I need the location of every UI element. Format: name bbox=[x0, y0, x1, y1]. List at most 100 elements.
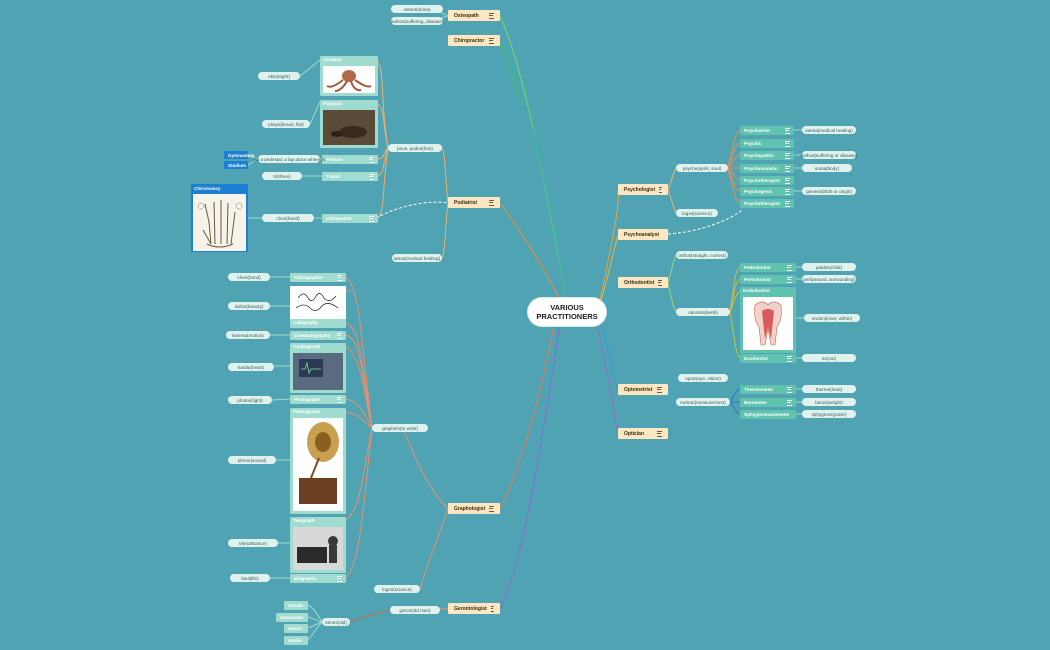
root-pathos[interactable]: pathos(suffering, disease) bbox=[390, 17, 444, 25]
node-senile[interactable]: Senile bbox=[284, 636, 308, 645]
topic-chiropractor[interactable]: Chiropractor bbox=[448, 35, 500, 46]
node-pedodontist[interactable]: Pedodontist bbox=[740, 263, 796, 272]
node-thermometer[interactable]: Thermometer bbox=[740, 385, 796, 394]
root-photos[interactable]: photos(light) bbox=[228, 396, 272, 404]
topic-optician[interactable]: Optician bbox=[618, 428, 668, 439]
node-senior[interactable]: Senior bbox=[284, 624, 308, 633]
note-icon bbox=[369, 173, 374, 180]
note-icon bbox=[785, 165, 790, 172]
node-cinematography[interactable]: Cinematography bbox=[290, 331, 346, 340]
root-sphygmos[interactable]: sphygmos(pulse) bbox=[802, 410, 856, 418]
root-pous[interactable]: pous, podos(foot) bbox=[388, 144, 442, 152]
root-soma[interactable]: soma(body) bbox=[802, 164, 852, 172]
topic-osteopath[interactable]: Osteopath bbox=[448, 10, 500, 21]
topic-psychoanalyst[interactable]: Psychoanalyst bbox=[618, 229, 668, 240]
topic-psychologist[interactable]: Psychologist bbox=[618, 184, 668, 195]
root-pedestal[interactable]: (all a pedestal; a lap place where is bbox=[253, 155, 325, 163]
node-label: Psychiatrist bbox=[744, 128, 771, 133]
node-photograph[interactable]: Photograph bbox=[290, 395, 346, 404]
topic-optometrist[interactable]: Optometrist bbox=[618, 384, 668, 395]
note-icon bbox=[657, 430, 662, 437]
card-calligraphy[interactable]: Calligraphy bbox=[290, 286, 346, 328]
node-exodontist[interactable]: Exodontist bbox=[740, 354, 796, 363]
root-cheir-grapho[interactable]: cheir(hand) bbox=[228, 273, 270, 281]
node-psychogenic[interactable]: Psychogenic bbox=[740, 187, 794, 196]
node-psychopathic[interactable]: Psychopathic bbox=[740, 151, 794, 160]
node-biography[interactable]: Biography bbox=[290, 574, 346, 583]
node-podium[interactable]: Podium bbox=[322, 155, 378, 164]
root-graphein[interactable]: graphein(to write) bbox=[372, 424, 428, 432]
cardiograph-image bbox=[293, 353, 343, 390]
node-label: Psychopathic bbox=[744, 153, 774, 158]
node-senescent[interactable]: Senescent bbox=[276, 613, 308, 622]
root-okto[interactable]: okto(eight) bbox=[258, 72, 300, 80]
root-kardia[interactable]: kardia(heart) bbox=[228, 363, 274, 371]
node-psychosomatic[interactable]: Psychosomatic bbox=[740, 164, 794, 173]
node-periodontist[interactable]: Periodontist bbox=[740, 275, 796, 284]
node-psychotherapy[interactable]: Psychotherapist bbox=[740, 176, 794, 185]
node-psychic[interactable]: Psychic bbox=[740, 139, 794, 148]
node-chiropodist[interactable]: Chiropodist bbox=[322, 214, 378, 223]
root-logos-psycho[interactable]: logos(science) bbox=[676, 209, 718, 217]
central-topic[interactable]: VARIOUS PRACTITIONERS bbox=[528, 298, 606, 326]
root-orthos[interactable]: orthos(straight, correct) bbox=[676, 251, 728, 259]
root-tele[interactable]: tele(distance) bbox=[228, 539, 278, 547]
node-senate[interactable]: Senate bbox=[284, 601, 308, 610]
root-bios[interactable]: bios(life) bbox=[230, 574, 270, 582]
note-icon bbox=[785, 127, 790, 134]
card-chiromancy[interactable]: Chiromancy bbox=[191, 184, 248, 252]
node-sphygmomanometer[interactable]: Sphygmomanometer bbox=[740, 410, 796, 419]
root-opsis[interactable]: opsis(eye, vision) bbox=[678, 374, 728, 382]
root-baros[interactable]: baros(weight) bbox=[802, 398, 856, 406]
root-peri[interactable]: peri(around, surrounding) bbox=[802, 275, 856, 283]
node-gymnasium[interactable]: Gymnasium bbox=[224, 151, 254, 159]
card-title: Phonograph bbox=[293, 409, 321, 414]
root-geron[interactable]: geron(old man) bbox=[390, 606, 440, 614]
root-kinema[interactable]: kinema(motion) bbox=[226, 331, 270, 339]
topic-graphologist[interactable]: Graphologist bbox=[448, 503, 500, 514]
palm-chart-image bbox=[193, 194, 246, 251]
root-cheir[interactable]: cheir(hand) bbox=[262, 214, 314, 222]
card-octopus[interactable]: Octopus bbox=[320, 56, 378, 96]
root-odontos[interactable]: odontos(teeth) bbox=[676, 308, 730, 316]
root-iatros[interactable]: iatros(medical healing) bbox=[392, 254, 442, 262]
root-platys[interactable]: platys(broad, flat) bbox=[262, 120, 310, 128]
root-ex[interactable]: ex(out) bbox=[802, 354, 856, 362]
topic-label: Psychologist bbox=[624, 186, 656, 193]
root-metron[interactable]: metron(measurement) bbox=[676, 398, 730, 406]
topic-label: Osteopath bbox=[454, 12, 479, 19]
root-paidos[interactable]: paidos(child) bbox=[802, 263, 856, 271]
root-phone[interactable]: phone(sound) bbox=[228, 456, 276, 464]
topic-orthodontist[interactable]: Orthodontist bbox=[618, 277, 668, 288]
root-senex[interactable]: senex(old) bbox=[322, 618, 350, 626]
root-kallos[interactable]: kallos(beauty) bbox=[228, 302, 270, 310]
node-label: Psychotherapist bbox=[744, 178, 780, 183]
node-psychotherapist[interactable]: Psychotherapist bbox=[740, 199, 794, 208]
root-endon[interactable]: endon(inner, within) bbox=[804, 314, 860, 322]
root-genesis[interactable]: genesis(birth or origin) bbox=[802, 187, 856, 195]
root-logos-grapho[interactable]: logos(science) bbox=[374, 585, 420, 593]
node-barometer[interactable]: Barometer bbox=[740, 398, 796, 407]
tooth-image bbox=[743, 297, 793, 350]
root-pathos-psycho[interactable]: pathos(suffering or disease) bbox=[800, 151, 858, 159]
topic-gerontologist[interactable]: Gerontologist bbox=[448, 603, 500, 614]
node-label: Senate bbox=[288, 603, 304, 608]
node-label: Podium bbox=[326, 157, 343, 162]
root-psyche[interactable]: psyche(spirit, soul) bbox=[676, 164, 728, 172]
node-stadium[interactable]: Stadium bbox=[224, 161, 248, 169]
note-icon bbox=[489, 505, 494, 512]
node-psychiatrist[interactable]: Psychiatrist bbox=[740, 126, 794, 135]
card-cardiograph[interactable]: Cardiograph bbox=[290, 343, 346, 393]
topic-podiatrist[interactable]: Podiatrist bbox=[448, 197, 500, 208]
root-iatreia[interactable]: iatreia(medical healing) bbox=[802, 126, 856, 134]
root-tri[interactable]: tri(three) bbox=[262, 172, 302, 180]
root-osteon[interactable]: osteon(bone) bbox=[391, 5, 443, 13]
card-telegraph[interactable]: Telegraph bbox=[290, 517, 346, 573]
card-endodontist[interactable]: Endodontist bbox=[740, 287, 796, 353]
node-chirographer[interactable]: Chirographer bbox=[290, 273, 346, 282]
node-tripod[interactable]: Tripod bbox=[322, 172, 378, 181]
card-platypus[interactable]: Platypus bbox=[320, 100, 378, 148]
root-therme[interactable]: therme(heat) bbox=[802, 385, 856, 393]
card-phonograph[interactable]: Phonograph bbox=[290, 408, 346, 514]
